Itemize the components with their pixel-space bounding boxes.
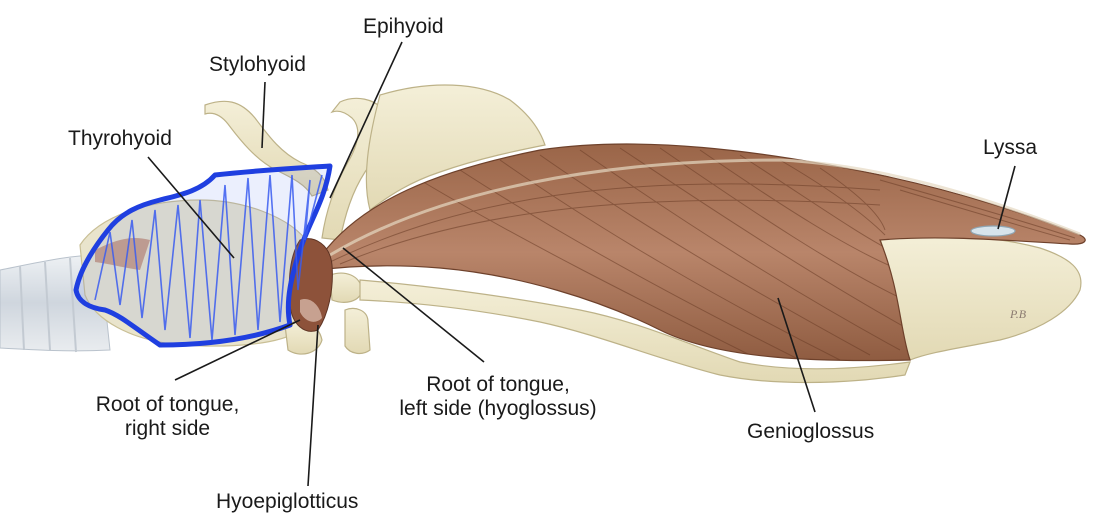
upper-bone [365, 84, 546, 212]
thyrohyoid-highlight [73, 163, 333, 348]
label-stylohyoid: Stylohyoid [209, 53, 306, 76]
leader-root-left [342, 247, 485, 363]
label-hyoepiglotticus: Hyoepiglotticus [216, 490, 359, 513]
label-epihyoid: Epihyoid [363, 15, 444, 38]
leader-epihyoid [329, 41, 403, 199]
label-root-left-line2: left side (hyoglossus) [399, 397, 597, 420]
label-root-right-line2: right side [124, 417, 211, 440]
leader-root-right [174, 319, 301, 381]
trachea [0, 254, 111, 353]
leader-lines [147, 41, 1016, 487]
label-root-right: Root of tongue, right side [60, 393, 275, 441]
leader-lyssa [997, 165, 1016, 230]
leader-stylohyoid [261, 81, 266, 149]
leader-thyrohyoid [147, 156, 235, 259]
label-thyrohyoid: Thyrohyoid [68, 127, 172, 150]
label-root-left: Root of tongue, left side (hyoglossus) [373, 373, 623, 421]
label-lyssa: Lyssa [983, 136, 1038, 159]
stylohyoid-bone [204, 100, 329, 197]
lyssa-structure [970, 225, 1016, 237]
artist-signature: P.B [1009, 307, 1027, 321]
label-root-right-line1: Root of tongue, [95, 393, 240, 416]
leader-hyoepiglotticus [307, 324, 319, 487]
leader-genioglossus [777, 297, 816, 413]
tongue-muscle [317, 143, 1086, 362]
label-genioglossus: Genioglossus [747, 420, 875, 443]
label-root-left-line1: Root of tongue, [426, 373, 570, 396]
